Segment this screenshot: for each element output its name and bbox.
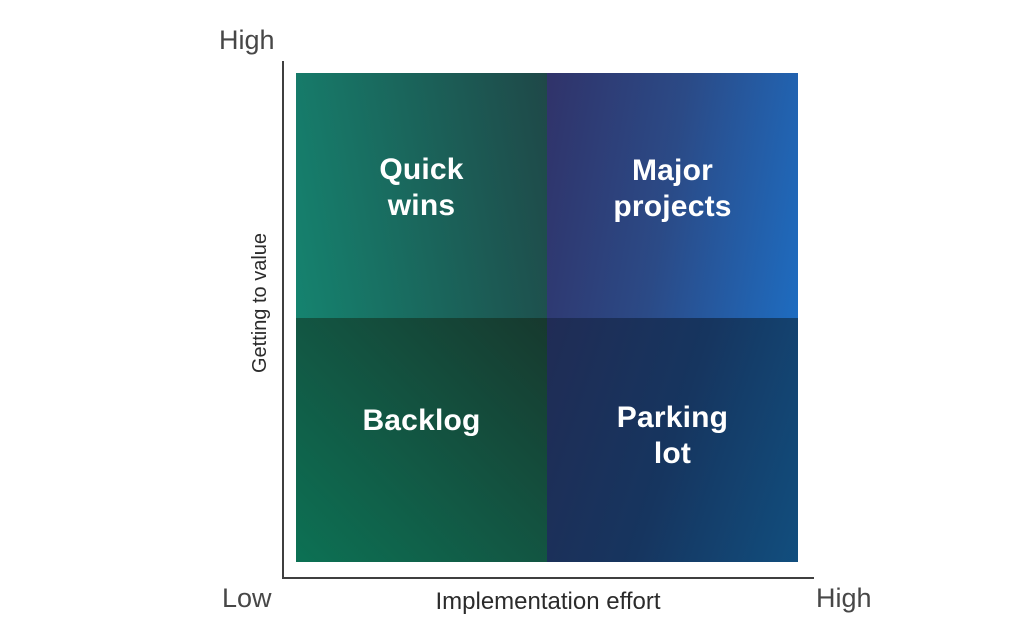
quadrant-quick-wins: Quick wins <box>296 73 547 318</box>
quadrant-quick-wins-label: Quick wins <box>379 153 464 223</box>
x-axis-low-label: Low <box>222 583 272 613</box>
x-axis-line <box>282 577 814 579</box>
quadrant-major-projects-label: Major projects <box>613 154 732 224</box>
quadrant-parking-lot-label: Parking lot <box>616 400 729 470</box>
y-axis-high-label: High <box>219 25 275 55</box>
y-axis-title: Getting to value <box>249 232 271 374</box>
quadrant-parking-lot: Parking lot <box>547 317 798 562</box>
x-axis-high-label: High <box>816 583 872 613</box>
quadrant-backlog: Backlog <box>296 317 547 562</box>
quadrant-grid: Quick wins Major projects Backlog Parkin… <box>296 73 798 562</box>
x-axis-title: Implementation effort <box>435 588 661 615</box>
quadrant-backlog-label: Backlog <box>362 403 481 437</box>
quadrant-major-projects: Major projects <box>547 73 798 318</box>
y-axis-line <box>282 61 284 579</box>
